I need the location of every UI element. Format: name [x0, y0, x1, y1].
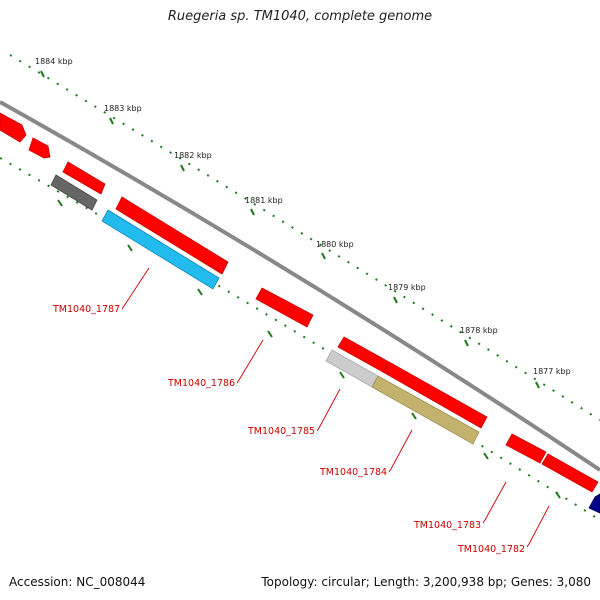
gene-feature[interactable] — [382, 361, 488, 429]
label-leaders — [121, 267, 550, 548]
map-title: Ruegeria sp. TM1040, complete genome — [167, 9, 433, 24]
ruler-label-1878: 1878 kbp — [460, 326, 498, 335]
gene-feature[interactable] — [62, 161, 106, 195]
ruler-label-1877: 1877 kbp — [533, 367, 571, 376]
ruler-label-1884: 1884 kbp — [35, 57, 73, 66]
outer-major-ticks — [40, 70, 540, 389]
gene-label-1785[interactable]: TM1040_1785 — [247, 426, 315, 437]
gene-label-1787[interactable]: TM1040_1787 — [52, 304, 120, 315]
ruler-label-1881: 1881 kbp — [245, 196, 283, 205]
gene-feature-olive[interactable] — [371, 375, 480, 445]
gene-feature[interactable] — [28, 137, 51, 159]
forward-genes — [0, 112, 599, 493]
inner-major-ticks — [57, 199, 561, 499]
gene-feature[interactable] — [0, 112, 27, 143]
ruler-label-1883: 1883 kbp — [104, 104, 142, 113]
gene-feature-gray[interactable] — [50, 174, 98, 211]
genome-summary-text: Topology: circular; Length: 3,200,938 bp… — [261, 575, 591, 589]
gene-feature-highlight[interactable] — [101, 209, 220, 290]
ruler-label-1880: 1880 kbp — [316, 240, 354, 249]
gene-label-1784[interactable]: TM1040_1784 — [319, 467, 387, 478]
gene-label-1783[interactable]: TM1040_1783 — [413, 520, 481, 531]
gene-feature-navy[interactable] — [588, 493, 600, 514]
gene-feature[interactable] — [115, 196, 229, 275]
gene-label-1786[interactable]: TM1040_1786 — [167, 378, 235, 389]
gene-feature[interactable] — [541, 453, 599, 493]
ruler-label-1882: 1882 kbp — [174, 151, 212, 160]
gene-feature[interactable] — [255, 287, 314, 328]
gene-feature[interactable] — [505, 433, 547, 464]
accession-text: Accession: NC_008044 — [9, 575, 146, 589]
gene-label-1782[interactable]: TM1040_1782 — [457, 544, 525, 555]
outer-ruler — [9, 54, 600, 421]
other-genes — [50, 174, 600, 514]
ruler-label-1879: 1879 kbp — [388, 283, 426, 292]
genome-backbone — [0, 100, 600, 472]
inner-ruler — [0, 157, 600, 521]
